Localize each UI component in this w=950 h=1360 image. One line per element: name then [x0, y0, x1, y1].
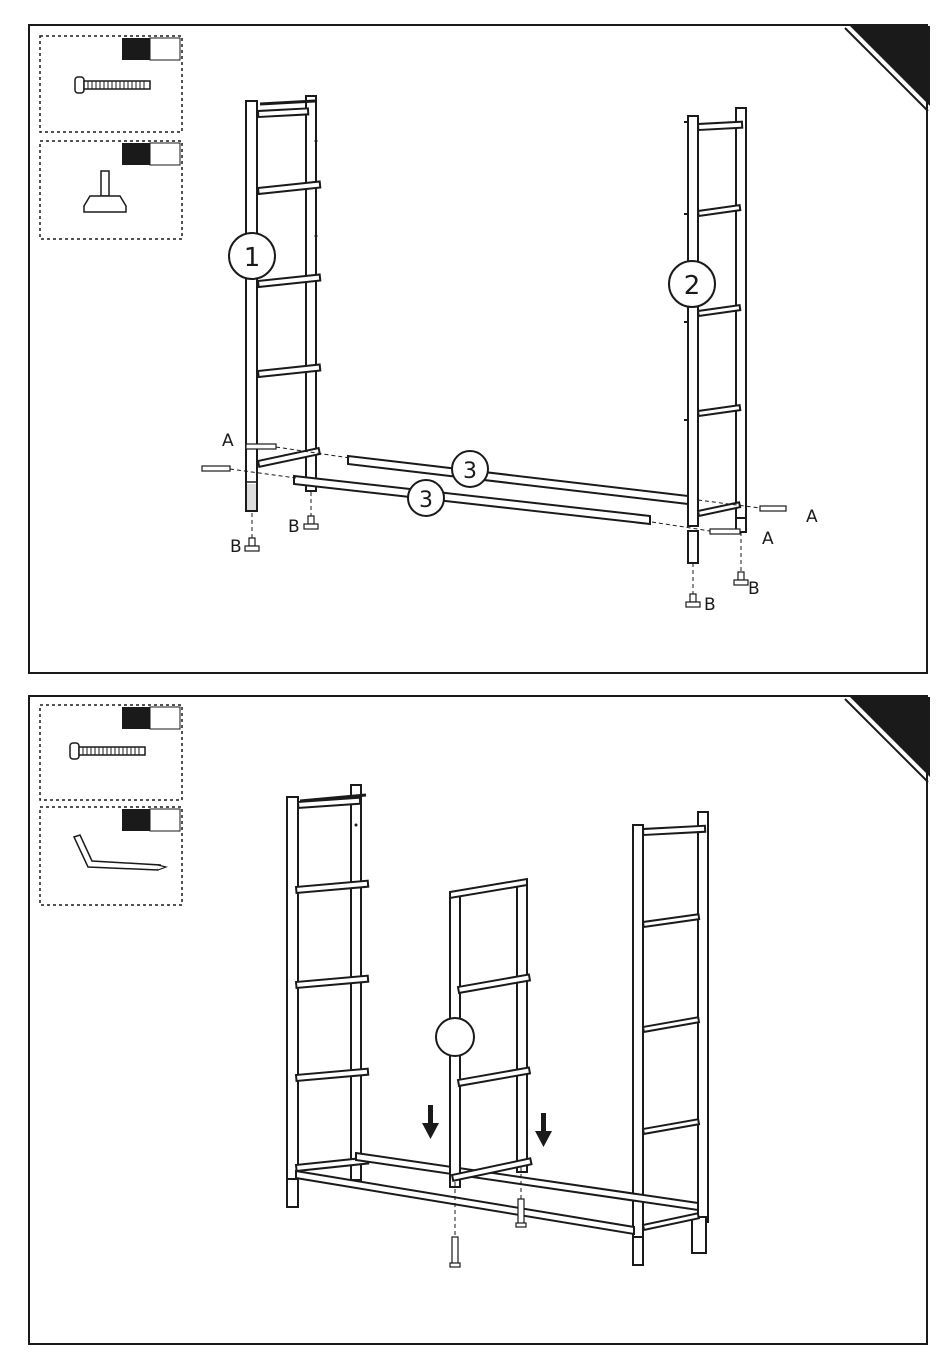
parts-box-bolt	[40, 705, 182, 800]
quantity-marker	[122, 707, 150, 729]
label-a: A	[222, 431, 234, 451]
divider-post	[517, 882, 527, 1172]
callout-bar-bottom: 3	[408, 480, 444, 516]
bolt-icon	[75, 77, 150, 93]
parts-box-bolt	[40, 36, 182, 132]
label-b: B	[230, 537, 242, 557]
frame-post	[688, 116, 698, 526]
callout-side-right: 2	[669, 261, 715, 307]
foot-icon	[84, 171, 126, 212]
quantity-marker	[122, 38, 150, 60]
step-1-panel: 1 2 3 3 A	[28, 24, 928, 674]
callout-3: 3	[463, 459, 477, 484]
step-1-diagram: 1 2 3 3 A	[30, 26, 930, 676]
label-a: A	[806, 507, 818, 527]
corner-marker	[850, 697, 930, 777]
callout-side-left: 1	[229, 233, 275, 279]
callout-2: 2	[684, 271, 701, 301]
bolt-under-left	[450, 1182, 460, 1267]
side-frame-left	[287, 785, 368, 1207]
step-2-diagram	[30, 697, 930, 1347]
quantity-marker	[122, 809, 150, 831]
bottom-bar-front	[296, 1171, 634, 1234]
label-a: A	[762, 529, 774, 549]
arrow-down-icon	[422, 1105, 439, 1139]
callout-divider	[436, 1018, 474, 1056]
quantity-marker	[122, 143, 150, 165]
label-b: B	[704, 595, 716, 615]
corner-marker	[850, 26, 930, 106]
frame-post	[698, 812, 708, 1222]
side-frame-left	[246, 96, 320, 512]
label-b: B	[748, 579, 760, 599]
foot-b-left-front	[245, 513, 259, 551]
bolt-icon	[70, 743, 145, 759]
foot-b-left-back	[304, 492, 318, 529]
side-frame-right	[684, 108, 746, 563]
frame-post	[306, 96, 316, 491]
frame-post	[633, 825, 643, 1253]
callout-1: 1	[244, 243, 261, 273]
arrow-down-icon	[535, 1113, 552, 1147]
foot-b-right-back	[734, 532, 748, 585]
step-2-panel	[28, 695, 928, 1345]
label-b: B	[288, 517, 300, 537]
frame-post	[287, 797, 298, 1207]
callout-bar-top: 3	[452, 451, 488, 487]
callout-3: 3	[419, 488, 433, 513]
parts-box-allen-key	[40, 807, 182, 905]
frame-post	[736, 108, 746, 518]
allen-key-icon	[74, 835, 166, 870]
foot-b-right-front	[686, 563, 700, 607]
parts-box-foot	[40, 141, 182, 239]
